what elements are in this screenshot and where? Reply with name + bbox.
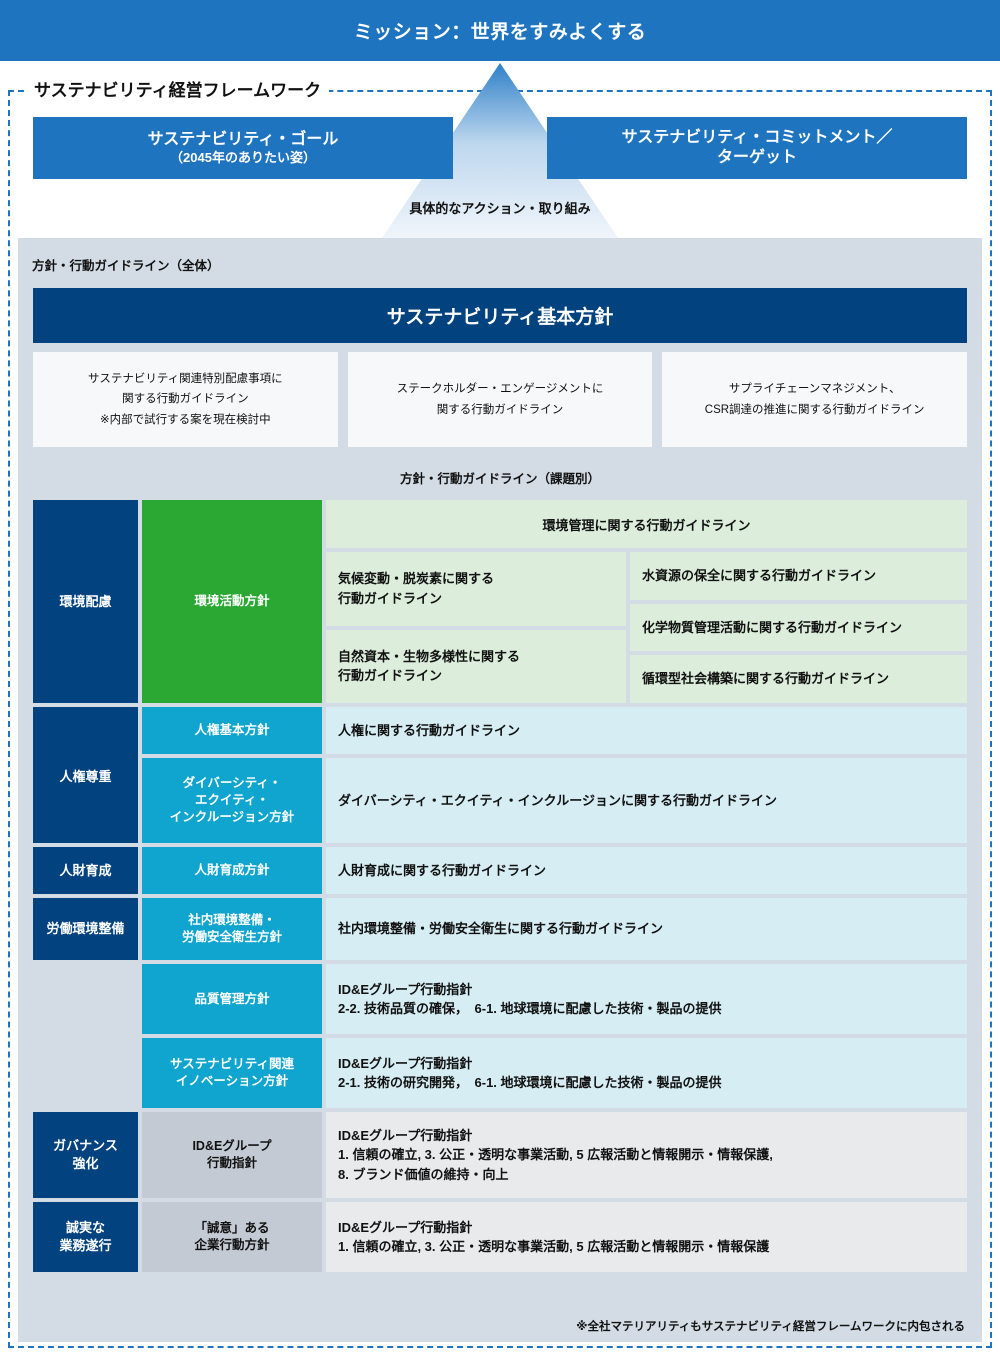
footnote: ※全社マテリアリティもサステナビリティ経営フレームワークに内包される bbox=[576, 1321, 965, 1333]
cell-line: 行動ガイドライン bbox=[338, 668, 443, 684]
card-line: 関する行動ガイドライン bbox=[122, 393, 249, 406]
guideline-human-capital: 人財育成に関する行動ガイドライン bbox=[326, 847, 967, 894]
policy-governance: ID&Eグループ 行動指針 bbox=[142, 1112, 322, 1198]
category-human-capital: 人財育成 bbox=[33, 847, 138, 894]
cell-line: 行動ガイドライン bbox=[338, 590, 443, 606]
goal-label-line1: サステナビリティ・ゴール bbox=[147, 130, 339, 148]
policy-work-environment: 社内環境整備・ 労働安全衛生方針 bbox=[142, 898, 322, 960]
guideline-line: ID&Eグループ行動指針 bbox=[338, 1055, 473, 1071]
guideline-cards: サステナビリティ関連特別配慮事項に 関する行動ガイドライン ※内部で試行する案を… bbox=[33, 352, 968, 447]
guideline-card: ステークホルダー・エンゲージメントに 関する行動ガイドライン bbox=[347, 352, 653, 447]
pyramid-icon bbox=[380, 63, 620, 241]
category-environment: 環境配慮 bbox=[33, 500, 138, 703]
environment-guideline-cell: 化学物質管理活動に関する行動ガイドライン bbox=[630, 603, 967, 652]
card-line: サステナビリティ関連特別配慮事項に bbox=[88, 373, 283, 386]
card-line: サプライチェーンマネジメント、 bbox=[728, 383, 901, 396]
cell-line: 自然資本・生物多様性に関する bbox=[338, 648, 521, 664]
guideline-line: ID&Eグループ行動指針 bbox=[338, 1127, 473, 1143]
environment-guideline-header: 環境管理に関する行動ガイドライン bbox=[326, 500, 967, 548]
table-row-innovation: サステナビリティ関連 イノベーション方針 ID&Eグループ行動指針 2-1. 技… bbox=[33, 1038, 967, 1108]
guideline-quality: ID&Eグループ行動指針 2-2. 技術品質の確保， 6-1. 地球環境に配慮し… bbox=[326, 964, 967, 1034]
category-governance: ガバナンス 強化 bbox=[33, 1112, 138, 1198]
guideline-line: 8. ブランド価値の維持・向上 bbox=[338, 1166, 509, 1182]
environment-guidelines-grid: 環境管理に関する行動ガイドライン 気候変動・脱炭素に関する 行動ガイドライン 自… bbox=[326, 500, 967, 704]
policy-human-capital: 人財育成方針 bbox=[142, 847, 322, 894]
card-line: ステークホルダー・エンゲージメントに bbox=[396, 383, 604, 396]
card-line: ※内部で試行する案を現在検討中 bbox=[100, 413, 271, 426]
guideline-line: 2-2. 技術品質の確保， 6-1. 地球環境に配慮した技術・製品の提供 bbox=[338, 1001, 722, 1016]
table-row-quality: 品質管理方針 ID&Eグループ行動指針 2-2. 技術品質の確保， 6-1. 地… bbox=[33, 964, 967, 1034]
sustainability-commitment-box: サステナビリティ・コミットメント／ ターゲット bbox=[547, 117, 967, 179]
commitment-label-line1: サステナビリティ・コミットメント／ bbox=[621, 129, 893, 146]
guideline-line: 2-1. 技術の研究開発， 6-1. 地球環境に配慮した技術・製品の提供 bbox=[338, 1075, 722, 1090]
category-quality-blank bbox=[33, 964, 138, 1034]
overall-guidelines-caption: 方針・行動ガイドライン（全体） bbox=[32, 259, 220, 273]
action-label: 具体的なアクション・取り組み bbox=[409, 201, 591, 216]
policy-integrity: 「誠意」ある 企業行動方針 bbox=[142, 1202, 322, 1272]
guideline-line: ID&Eグループ行動指針 bbox=[338, 1219, 473, 1235]
card-line: CSR調達の推進に関する行動ガイドライン bbox=[704, 403, 925, 416]
environment-guideline-cell: 自然資本・生物多様性に関する 行動ガイドライン bbox=[326, 629, 626, 703]
guideline-card: サプライチェーンマネジメント、 CSR調達の推進に関する行動ガイドライン bbox=[662, 352, 968, 447]
environment-guideline-cell: 循環型社会構築に関する行動ガイドライン bbox=[630, 655, 967, 704]
guideline-governance: ID&Eグループ行動指針 1. 信頼の確立, 3. 公正・透明な事業活動, 5 … bbox=[326, 1112, 967, 1198]
table-row-integrity: 誠実な 業務遂行 「誠意」ある 企業行動方針 ID&Eグループ行動指針 1. 信… bbox=[33, 1202, 967, 1272]
policy-environment: 環境活動方針 bbox=[142, 500, 322, 703]
table-row-environment: 環境配慮 環境活動方針 環境管理に関する行動ガイドライン 気候変動・脱炭素に関す… bbox=[33, 500, 967, 704]
guideline-line: ID&Eグループ行動指針 bbox=[338, 981, 473, 997]
category-integrity: 誠実な 業務遂行 bbox=[33, 1202, 138, 1272]
table-row-work-environment: 労働環境整備 社内環境整備・ 労働安全衛生方針 社内環境整備・労働安全衛生に関す… bbox=[33, 898, 967, 960]
commitment-label-line2: ターゲット bbox=[716, 149, 797, 166]
guideline-work-environment: 社内環境整備・労働安全衛生に関する行動ガイドライン bbox=[326, 898, 967, 960]
theme-table: 環境配慮 環境活動方針 環境管理に関する行動ガイドライン 気候変動・脱炭素に関す… bbox=[33, 500, 967, 1276]
basic-policy-bar: サステナビリティ基本方針 bbox=[33, 288, 967, 343]
guideline-integrity: ID&Eグループ行動指針 1. 信頼の確立, 3. 公正・透明な事業活動, 5 … bbox=[326, 1202, 967, 1272]
sustainability-goal-box: サステナビリティ・ゴール （2045年のありたい姿） bbox=[33, 117, 453, 179]
guideline-line: 1. 信頼の確立, 3. 公正・透明な事業活動, 5 広報活動と情報開示・情報保… bbox=[338, 1147, 773, 1163]
goal-label-line2: （2045年のありたい姿） bbox=[170, 149, 316, 165]
policy-innovation: サステナビリティ関連 イノベーション方針 bbox=[142, 1038, 322, 1108]
guideline-dei: ダイバーシティ・エクイティ・インクルージョンに関する行動ガイドライン bbox=[326, 758, 967, 843]
category-work-environment: 労働環境整備 bbox=[33, 898, 138, 960]
mission-text: ミッション：世界をすみよくする bbox=[353, 22, 647, 43]
environment-guideline-cell: 水資源の保全に関する行動ガイドライン bbox=[630, 552, 967, 600]
policy-dei: ダイバーシティ・ エクイティ・ インクルージョン方針 bbox=[142, 758, 322, 843]
policy-human-rights-basic: 人権基本方針 bbox=[142, 707, 322, 754]
category-innovation-blank bbox=[33, 1038, 138, 1108]
theme-guidelines-caption: 方針・行動ガイドライン（課題別） bbox=[399, 472, 600, 486]
table-row-governance: ガバナンス 強化 ID&Eグループ 行動指針 ID&Eグループ行動指針 1. 信… bbox=[33, 1112, 967, 1198]
basic-policy-label: サステナビリティ基本方針 bbox=[386, 307, 614, 328]
policy-quality: 品質管理方針 bbox=[142, 964, 322, 1034]
cell-line: 気候変動・脱炭素に関する bbox=[338, 571, 495, 587]
table-row-human-capital: 人財育成 人財育成方針 人財育成に関する行動ガイドライン bbox=[33, 847, 967, 894]
table-row-human-rights: 人権尊重 人権基本方針 人権に関する行動ガイドライン ダイバーシティ・ エクイテ… bbox=[33, 707, 967, 843]
guideline-card: サステナビリティ関連特別配慮事項に 関する行動ガイドライン ※内部で試行する案を… bbox=[33, 352, 338, 447]
guideline-line: 1. 信頼の確立, 3. 公正・透明な事業活動, 5 広報活動と情報開示・情報保… bbox=[338, 1239, 770, 1254]
mission-banner: ミッション：世界をすみよくする bbox=[0, 0, 1000, 61]
environment-guideline-cell: 気候変動・脱炭素に関する 行動ガイドライン bbox=[326, 552, 626, 626]
guideline-innovation: ID&Eグループ行動指針 2-1. 技術の研究開発， 6-1. 地球環境に配慮し… bbox=[326, 1038, 967, 1108]
category-human-rights: 人権尊重 bbox=[33, 707, 138, 843]
card-line: 関する行動ガイドライン bbox=[436, 403, 564, 416]
framework-title: サステナビリティ経営フレームワーク bbox=[26, 76, 330, 101]
guideline-human-rights: 人権に関する行動ガイドライン bbox=[326, 707, 967, 754]
